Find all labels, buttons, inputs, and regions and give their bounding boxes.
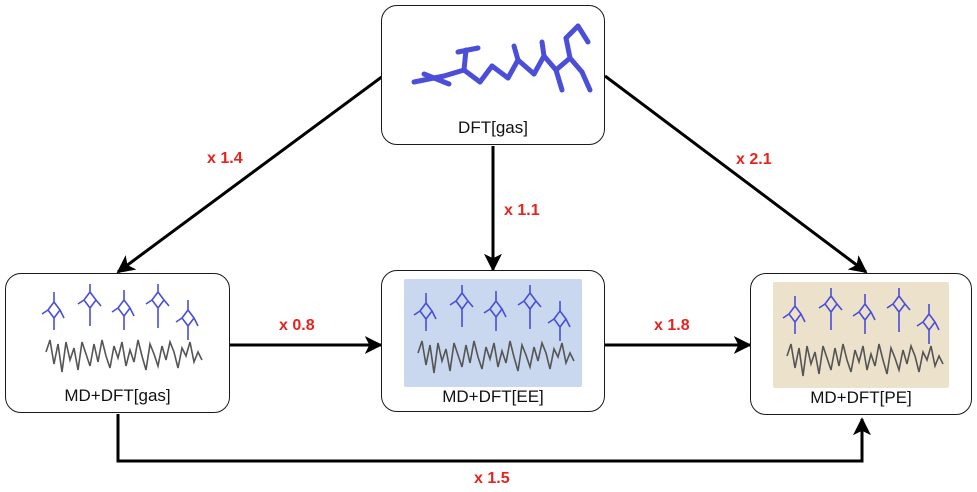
arrow-dft-to-md-gas	[116, 74, 384, 274]
factor-md-ee-to-md-pe: x 1.8	[654, 317, 690, 334]
node-dft-gas: DFT[gas]	[381, 5, 605, 145]
node-label: MD+DFT[gas]	[64, 386, 171, 405]
factor-dft-to-md-pe: x 2.1	[736, 151, 772, 168]
md-snapshot-image	[782, 288, 944, 377]
factor-dft-to-md-gas: x 1.4	[207, 150, 243, 167]
node-label: MD+DFT[PE]	[810, 388, 912, 407]
arrow-md-gas-to-md-pe	[116, 414, 871, 463]
node-label: MD+DFT[EE]	[442, 387, 544, 406]
node-md-dft-pe: MD+DFT[PE]	[750, 273, 972, 415]
md-snapshot-image	[41, 284, 203, 373]
arrow-dft-to-md-pe	[604, 74, 868, 274]
factor-md-gas-to-md-pe: x 1.5	[474, 470, 510, 487]
node-md-dft-ee: MD+DFT[EE]	[381, 270, 605, 412]
factor-md-gas-to-md-ee: x 0.8	[279, 317, 315, 334]
molecule-image	[411, 23, 593, 93]
node-md-dft-gas: MD+DFT[gas]	[5, 273, 230, 413]
factor-dft-to-md-ee: x 1.1	[504, 202, 540, 219]
md-snapshot-image	[413, 285, 575, 374]
node-label: DFT[gas]	[458, 118, 528, 137]
